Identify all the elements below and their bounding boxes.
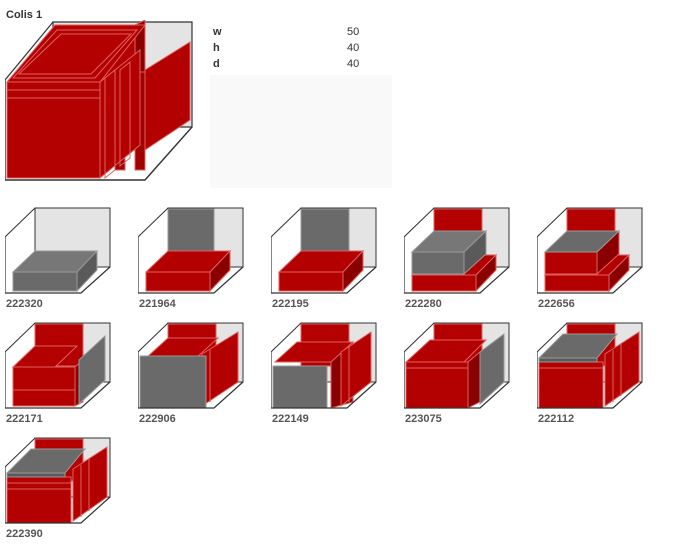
dimension-value: 40 (347, 42, 360, 54)
dimensions-table: w 50 h 40 d 40 (210, 24, 392, 72)
step-view (271, 207, 377, 294)
step-thumbnail[interactable]: 221964 (138, 207, 248, 319)
step-label: 223075 (405, 413, 442, 425)
main-items-front (6, 48, 141, 180)
dimension-row-w: w 50 (210, 24, 392, 40)
step-view (138, 322, 244, 409)
step-label: 222390 (6, 528, 43, 540)
step-label: 222149 (272, 413, 309, 425)
step-thumbnail[interactable]: 222320 (5, 207, 115, 319)
step-view (138, 207, 244, 294)
step-view (537, 322, 643, 409)
step-view (5, 437, 111, 524)
bin-front-edges (5, 21, 193, 181)
step-thumbnail[interactable]: 222112 (537, 322, 647, 434)
step-label: 222112 (538, 413, 575, 425)
step-label: 222320 (6, 298, 43, 310)
step-view (404, 207, 510, 294)
step-thumbnail[interactable]: 222149 (271, 322, 381, 434)
step-label: 222171 (6, 413, 43, 425)
step-label: 222906 (139, 413, 176, 425)
step-thumbnail[interactable]: 222195 (271, 207, 381, 319)
package-title: Colis 1 (6, 9, 43, 21)
dimension-row-d: d 40 (210, 56, 392, 72)
details-panel (210, 75, 392, 188)
step-thumbnail[interactable]: 222906 (138, 322, 248, 434)
step-view (5, 207, 111, 294)
package-3d-view (5, 20, 193, 181)
step-label: 222656 (538, 298, 575, 310)
step-thumbnail[interactable]: 222280 (404, 207, 514, 319)
step-view (404, 322, 510, 409)
step-thumbnail[interactable]: 223075 (404, 322, 514, 434)
step-view (5, 322, 111, 409)
dimension-value: 50 (347, 26, 360, 38)
step-thumbnail[interactable]: 222656 (537, 207, 647, 319)
dimension-key: w (213, 26, 222, 38)
dimension-value: 40 (347, 58, 360, 70)
step-label: 222195 (272, 298, 309, 310)
dimension-key: h (213, 42, 220, 54)
dimension-row-h: h 40 (210, 40, 392, 56)
step-label: 221964 (139, 298, 176, 310)
step-view (537, 207, 643, 294)
step-thumbnail[interactable]: 222390 (5, 437, 115, 549)
step-view (271, 322, 377, 409)
dimension-key: d (213, 58, 220, 70)
step-thumbnail[interactable]: 222171 (5, 322, 115, 434)
step-label: 222280 (405, 298, 442, 310)
